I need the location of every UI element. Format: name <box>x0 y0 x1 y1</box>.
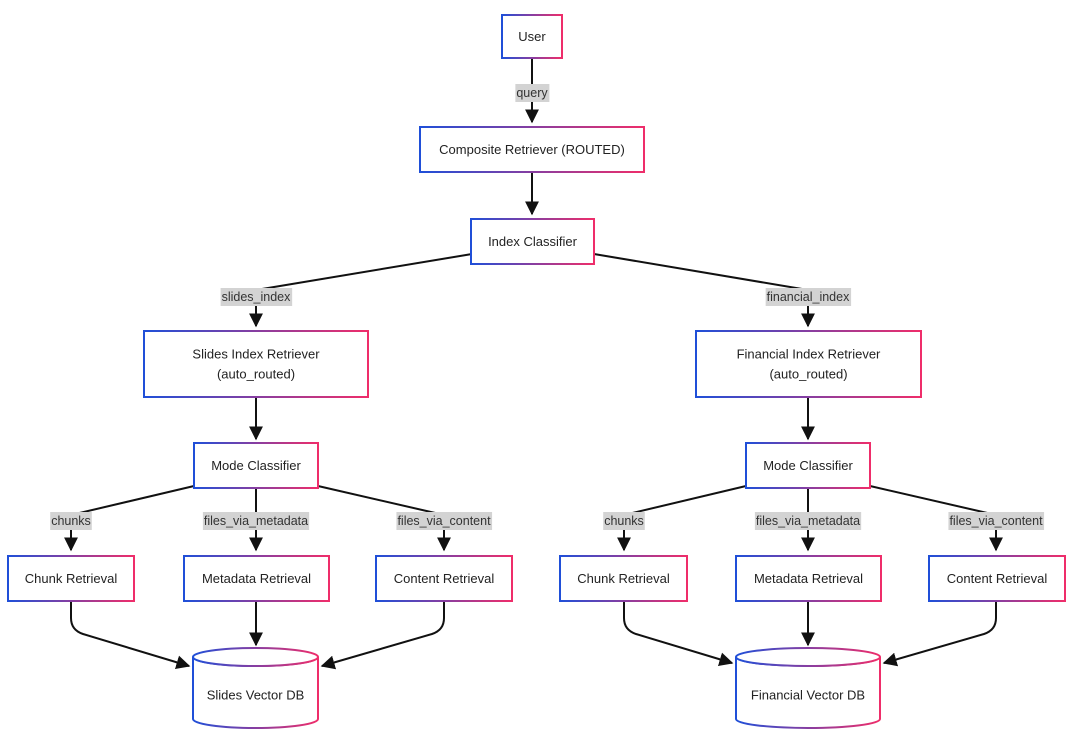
edge-mode-right-to-content-label <box>869 485 997 516</box>
edge-labels: query slides_index financial_index chunk… <box>50 84 1045 530</box>
node-index-classifier[interactable]: Index Classifier <box>470 218 595 265</box>
node-label: Mode Classifier <box>211 458 301 473</box>
node-label: Composite Retriever (ROUTED) <box>439 142 625 157</box>
node-box <box>183 555 330 602</box>
edge-label-background <box>603 512 645 530</box>
node-content-retrieval-left[interactable]: Content Retrieval <box>375 555 513 602</box>
node-mode-classifier-left[interactable]: Mode Classifier <box>193 442 319 489</box>
edge-label-query: query <box>515 84 550 102</box>
edge-index-classifier-to-slides-label <box>255 253 473 291</box>
node-box <box>143 330 369 398</box>
edge-content-left-to-slides-db <box>320 601 445 670</box>
node-label: (auto_routed) <box>217 367 295 382</box>
node-box <box>559 555 688 602</box>
node-label: Content Retrieval <box>947 571 1048 586</box>
edge-mode-right-to-chunks-label <box>623 485 747 516</box>
node-chunk-retrieval-left[interactable]: Chunk Retrieval <box>7 555 135 602</box>
edge-label-chunks-left: chunks <box>50 512 92 530</box>
edge-content-right-to-financial-db <box>882 601 997 667</box>
edge-label-chunks-right-text: chunks <box>604 514 644 528</box>
edge-label-background <box>396 512 493 530</box>
node-box <box>470 218 595 265</box>
node-box <box>695 330 922 398</box>
nodes: User Composite Retriever (ROUTED) Index … <box>7 14 1066 729</box>
edge-label-background <box>50 512 92 530</box>
edge-chunk-left-to-slides-db <box>70 601 191 670</box>
node-box <box>928 555 1066 602</box>
edge-label-chunks-right: chunks <box>603 512 645 530</box>
node-label: Slides Index Retriever <box>192 347 320 362</box>
edge-mode-left-to-content-label <box>317 485 445 516</box>
node-label: Chunk Retrieval <box>25 571 118 586</box>
node-slides-vector-db[interactable]: Slides Vector DB <box>192 647 319 729</box>
node-label: Financial Vector DB <box>751 688 865 703</box>
edge-label-background <box>948 512 1045 530</box>
edge-label-background <box>765 288 852 306</box>
node-box <box>501 14 563 59</box>
edge-label-files-via-metadata-right: files_via_metadata <box>754 512 862 530</box>
node-content-retrieval-right[interactable]: Content Retrieval <box>928 555 1066 602</box>
edge-label-chunks-left-text: chunks <box>51 514 91 528</box>
edge-label-files-via-metadata-left: files_via_metadata <box>202 512 310 530</box>
edge-label-financial-index: financial_index <box>765 288 852 306</box>
edge-label-files-via-content-right: files_via_content <box>948 512 1045 530</box>
node-label: Metadata Retrieval <box>202 571 311 586</box>
node-financial-index-retriever[interactable]: Financial Index Retriever (auto_routed) <box>695 330 922 398</box>
edge-label-financial-index-text: financial_index <box>767 290 850 304</box>
edge-label-files-via-content-right-text: files_via_content <box>949 514 1043 528</box>
node-metadata-retrieval-right[interactable]: Metadata Retrieval <box>735 555 882 602</box>
edge-label-query-text: query <box>516 86 548 100</box>
node-box <box>193 442 319 489</box>
node-slides-index-retriever[interactable]: Slides Index Retriever (auto_routed) <box>143 330 369 398</box>
edge-chunk-right-to-financial-db <box>623 601 734 667</box>
node-label: Metadata Retrieval <box>754 571 863 586</box>
edges <box>64 58 1003 670</box>
node-metadata-retrieval-left[interactable]: Metadata Retrieval <box>183 555 330 602</box>
node-mode-classifier-right[interactable]: Mode Classifier <box>745 442 871 489</box>
node-label: Financial Index Retriever <box>737 347 881 362</box>
edge-label-background <box>515 84 550 102</box>
edge-label-files-via-metadata-right-text: files_via_metadata <box>756 514 860 528</box>
node-label: User <box>518 29 546 44</box>
edge-label-files-via-content-left: files_via_content <box>396 512 493 530</box>
node-label: (auto_routed) <box>769 367 847 382</box>
node-box <box>745 442 871 489</box>
edge-label-background <box>220 288 293 306</box>
node-label: Chunk Retrieval <box>577 571 670 586</box>
database-top <box>192 647 319 667</box>
node-composite-retriever[interactable]: Composite Retriever (ROUTED) <box>419 126 645 173</box>
node-label: Index Classifier <box>488 234 578 249</box>
edge-label-slides-index: slides_index <box>220 288 293 306</box>
node-box <box>7 555 135 602</box>
edge-label-slides-index-text: slides_index <box>222 290 292 304</box>
node-financial-vector-db[interactable]: Financial Vector DB <box>735 647 881 729</box>
node-user[interactable]: User <box>501 14 563 59</box>
edge-label-background <box>754 512 862 530</box>
node-box <box>419 126 645 173</box>
node-box <box>735 555 882 602</box>
node-chunk-retrieval-right[interactable]: Chunk Retrieval <box>559 555 688 602</box>
node-label: Content Retrieval <box>394 571 495 586</box>
edge-mode-left-to-chunks-label <box>70 485 195 516</box>
edge-label-files-via-metadata-left-text: files_via_metadata <box>204 514 308 528</box>
database-top <box>735 647 881 667</box>
node-label: Slides Vector DB <box>207 688 305 703</box>
node-box <box>375 555 513 602</box>
node-label: Mode Classifier <box>763 458 853 473</box>
edge-label-background <box>202 512 310 530</box>
edge-label-files-via-content-left-text: files_via_content <box>397 514 491 528</box>
edge-index-classifier-to-financial-label <box>593 253 809 291</box>
